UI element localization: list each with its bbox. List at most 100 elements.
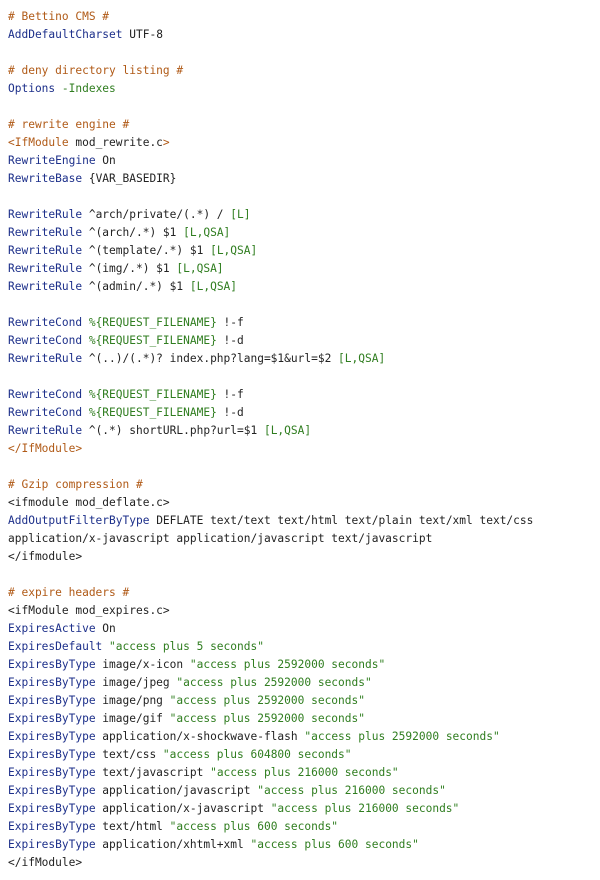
code-token-directive: RewriteCond	[8, 316, 83, 329]
code-line: RewriteBase {VAR_BASEDIR}	[8, 170, 592, 188]
code-token-string: %{REQUEST_FILENAME}	[82, 334, 217, 347]
code-token-directive: ExpiresByType	[8, 838, 96, 851]
code-line: RewriteRule ^(template/.*) $1 [L,QSA]	[8, 242, 592, 260]
code-token-directive: ExpiresByType	[8, 802, 96, 815]
code-token-directive: ExpiresByType	[8, 748, 96, 761]
code-token-string: "access plus 216000 seconds"	[257, 784, 446, 797]
code-line: ExpiresByType text/css "access plus 6048…	[8, 746, 592, 764]
code-line: RewriteRule ^(arch/.*) $1 [L,QSA]	[8, 224, 592, 242]
code-line: ExpiresByType image/png "access plus 259…	[8, 692, 592, 710]
code-token-text: image/x-icon	[95, 658, 190, 671]
code-line: ExpiresByType image/jpeg "access plus 25…	[8, 674, 592, 692]
code-token-string: "access plus 216000 seconds"	[270, 802, 460, 815]
code-line: ​	[8, 98, 592, 116]
code-line: ExpiresByType image/gif "access plus 259…	[8, 710, 592, 728]
code-line: ExpiresByType application/x-shockwave-fl…	[8, 728, 592, 746]
code-line: ExpiresActive On	[8, 620, 592, 638]
code-line: ​	[8, 458, 592, 476]
code-line: ​	[8, 566, 592, 584]
code-line: ExpiresDefault "access plus 5 seconds"	[8, 638, 592, 656]
code-line: <IfModule mod_rewrite.c>	[8, 134, 592, 152]
code-line: AddOutputFilterByType DEFLATE text/text …	[8, 512, 592, 548]
code-line: RewriteCond %{REQUEST_FILENAME} !-f	[8, 314, 592, 332]
code-line: ExpiresByType text/html "access plus 600…	[8, 818, 592, 836]
code-line: # deny directory listing #	[8, 62, 592, 80]
code-token-string: "access plus 2592000 seconds"	[304, 730, 500, 743]
code-token-text: On	[95, 622, 116, 635]
code-token-text: mod_deflate.c>	[68, 496, 170, 509]
code-token-directive: ExpiresByType	[8, 784, 96, 797]
code-line: # expire headers #	[8, 584, 592, 602]
code-line: RewriteCond %{REQUEST_FILENAME} !-d	[8, 332, 592, 350]
code-token-string: "access plus 2592000 seconds"	[176, 676, 372, 689]
code-line: # rewrite engine #	[8, 116, 592, 134]
code-token-string: "access plus 600 seconds"	[250, 838, 419, 851]
code-token-string: -Indexes	[55, 82, 116, 95]
code-token-directive: ExpiresByType	[8, 676, 96, 689]
code-token-directive: RewriteCond	[8, 406, 83, 419]
code-line: RewriteRule ^(.*) shortURL.php?url=$1 [L…	[8, 422, 592, 440]
code-token-directive: RewriteRule	[8, 262, 83, 275]
code-line: RewriteCond %{REQUEST_FILENAME} !-f	[8, 386, 592, 404]
code-token-directive: RewriteRule	[8, 244, 83, 257]
code-editor[interactable]: # Bettino CMS #AddDefaultCharset UTF-8​#…	[8, 8, 592, 872]
code-token-comment: # expire headers #	[8, 586, 130, 599]
code-token-string: [L,QSA]	[189, 280, 238, 293]
code-token-text: {VAR_BASEDIR}	[82, 172, 177, 185]
code-token-tag: >	[162, 136, 170, 149]
code-token-text: !-f	[216, 388, 244, 401]
code-token-text: application/x-shockwave-flash	[95, 730, 305, 743]
code-token-text: ^(template/.*) $1	[82, 244, 211, 257]
code-token-string: [L,QSA]	[338, 352, 386, 365]
code-token-string: "access plus 2592000 seconds"	[169, 694, 365, 707]
code-token-string: %{REQUEST_FILENAME}	[82, 388, 217, 401]
code-token-string: [L,QSA]	[210, 244, 258, 257]
code-token-string: "access plus 2592000 seconds"	[169, 712, 365, 725]
code-token-text: !-d	[216, 334, 244, 347]
code-line: AddDefaultCharset UTF-8	[8, 26, 592, 44]
code-token-string: [L,QSA]	[176, 262, 224, 275]
code-line: </ifModule>	[8, 854, 592, 872]
code-line: </IfModule>	[8, 440, 592, 458]
code-token-text: mod_expires.c>	[68, 604, 170, 617]
code-line: ​	[8, 368, 592, 386]
code-token-string: "access plus 604800 seconds"	[162, 748, 352, 761]
code-token-tag: <IfModule	[8, 136, 69, 149]
code-token-directive: AddOutputFilterByType	[8, 514, 150, 527]
code-line: RewriteRule ^(..)/(.*)? index.php?lang=$…	[8, 350, 592, 368]
code-token-text: application/xhtml+xml	[95, 838, 251, 851]
code-token-string: [L,QSA]	[183, 226, 231, 239]
code-token-directive: ExpiresByType	[8, 820, 96, 833]
code-token-string: [L,QSA]	[263, 424, 312, 437]
code-token-text: ^(arch/.*) $1	[82, 226, 184, 239]
code-token-directive: ExpiresByType	[8, 766, 96, 779]
code-token-string: "access plus 216000 seconds"	[210, 766, 399, 779]
code-token-directive: ExpiresByType	[8, 730, 96, 743]
code-token-text: ^(.*) shortURL.php?url=$1	[82, 424, 264, 437]
code-line: RewriteRule ^arch/private/(.*) / [L]	[8, 206, 592, 224]
code-token-text: text/javascript	[95, 766, 211, 779]
code-token-string: [L]	[230, 208, 251, 221]
code-token-directive: RewriteCond	[8, 388, 83, 401]
code-token-text: image/gif	[95, 712, 170, 725]
code-token-string: %{REQUEST_FILENAME}	[82, 316, 217, 329]
code-line: # Gzip compression #	[8, 476, 592, 494]
code-token-directive: RewriteCond	[8, 334, 83, 347]
code-token-directive: RewriteRule	[8, 208, 83, 221]
code-token-text: !-d	[216, 406, 244, 419]
code-line: ​	[8, 44, 592, 62]
code-token-text: </ifModule>	[8, 856, 83, 869]
code-token-text: UTF-8	[122, 28, 163, 41]
code-token-directive: RewriteBase	[8, 172, 83, 185]
code-token-text: <ifModule	[8, 604, 69, 617]
code-token-string: "access plus 2592000 seconds"	[189, 658, 386, 671]
code-token-directive: RewriteRule	[8, 280, 83, 293]
code-line: ExpiresByType text/javascript "access pl…	[8, 764, 592, 782]
code-token-text: mod_rewrite.c	[68, 136, 163, 149]
code-token-directive: ExpiresByType	[8, 712, 96, 725]
code-token-text: ^arch/private/(.*) /	[82, 208, 231, 221]
code-token-directive: Options	[8, 82, 56, 95]
code-line: RewriteRule ^(img/.*) $1 [L,QSA]	[8, 260, 592, 278]
code-token-directive: ExpiresByType	[8, 694, 96, 707]
code-token-tag: </IfModule>	[8, 442, 83, 455]
